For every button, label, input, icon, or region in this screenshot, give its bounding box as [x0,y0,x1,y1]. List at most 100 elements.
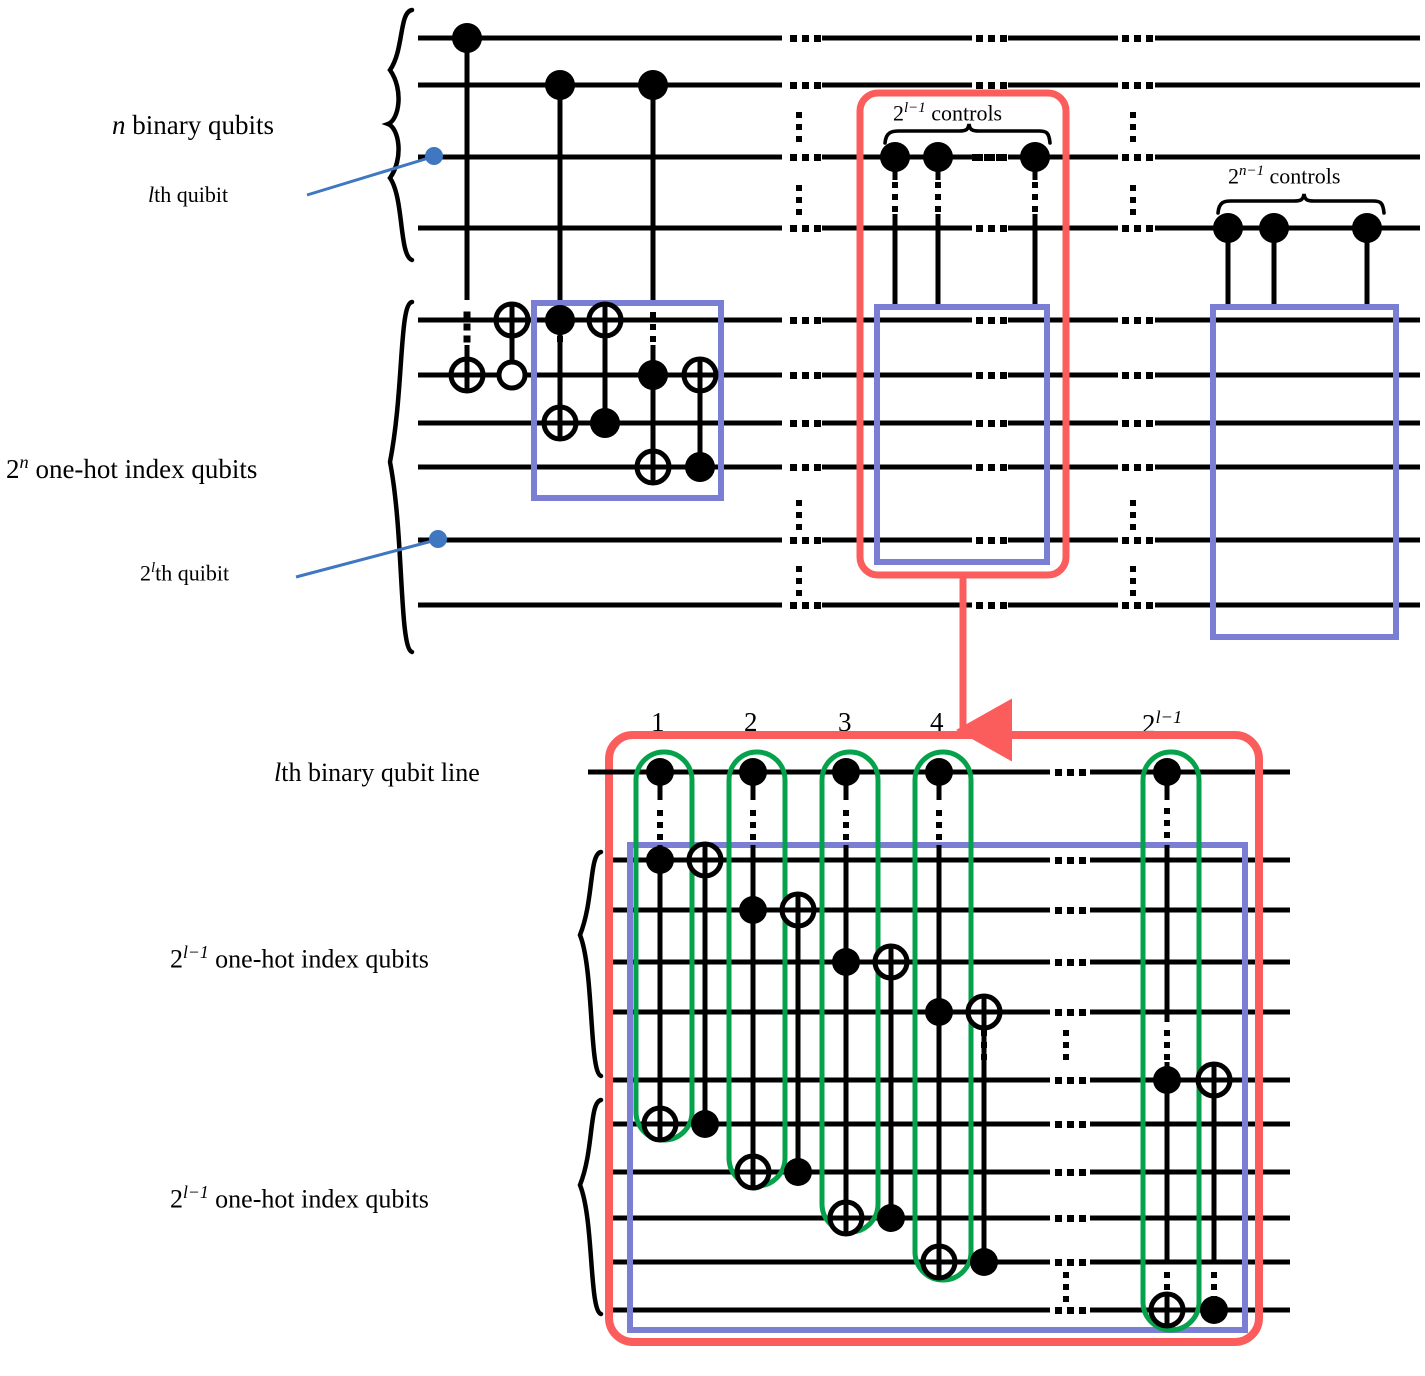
label-upper-onehot-group: 2l−1 one-hot index qubits [170,942,429,975]
label-2n1-controls-base: 2 [1228,163,1239,189]
label-upper-onehot-text: one-hot index qubits [208,944,429,974]
top-vertical-ellipsis-dots [796,112,1136,596]
label-lth-qubit-symbol: l [148,182,155,207]
label-2l-exponent: l [151,560,156,576]
top-gate-column-2 [493,301,531,391]
control-dot [832,948,860,976]
green-box-column-3 [819,749,881,1235]
column-4-vertical-dots [981,1030,987,1060]
label-lower-onehot-base: 2 [170,1184,183,1214]
control-dot [691,1110,719,1138]
label-2l-base: 2 [140,560,151,586]
label-lower-onehot-exponent: l−1 [183,1182,209,1202]
control-dot [877,1204,905,1232]
top-onehot-wires [418,317,1420,608]
target-x-gate [493,301,531,339]
control-dot [685,452,715,482]
label-upper-onehot-base: 2 [170,944,183,974]
column-number-4-text: 4 [930,707,944,737]
target-x-gate [1148,1291,1186,1329]
control-dot [646,846,674,874]
target-x-gate [827,1199,865,1237]
blue-box-middle-block [874,304,1050,565]
control-dot [739,896,767,924]
label-2n-exponent: n [19,452,29,472]
top-gate-column-6 [681,356,719,482]
brace-bottom-upper-onehot [577,849,604,1079]
target-x-gate [586,301,624,339]
control-dot [638,360,668,390]
label-lth-binary-line-symbol: l [274,758,282,787]
pointer-dot [425,147,443,165]
top-gate-column-3 [541,70,579,442]
target-x-gate [779,891,817,929]
label-2n-onehot-index-qubits: 2n one-hot index qubits [6,452,257,485]
bottom-gate-pair-1 [633,749,724,1143]
top-control-cluster-l [880,123,1052,308]
top-panel [295,7,1420,655]
bottom-gate-pair-last [1140,749,1233,1333]
label-lower-onehot-text: one-hot index qubits [208,1184,429,1214]
bottom-horizontal-ellipsis-dots [1055,769,1086,1314]
blue-box-right-block [1210,304,1399,640]
control-dot [832,758,860,786]
target-x-gate [681,356,719,394]
column-number-2-text: 2 [744,707,758,737]
control-dot [545,70,575,100]
brace-bottom-lower-onehot [577,1097,604,1317]
brace-controls-n [1216,193,1386,215]
label-lth-qubit: lth quibit [148,182,228,208]
control-dot [1153,758,1181,786]
pointer-2l-th-qubit [295,530,447,579]
top-control-cluster-n [1213,193,1386,308]
top-gate-column-1 [448,23,486,394]
control-dot [1153,1066,1181,1094]
label-2n-base: 2 [6,454,20,484]
target-x-gate [448,356,486,394]
label-2n1-controls: 2n−1 controls [1228,163,1340,189]
bottom-wires [605,769,1290,1313]
top-horizontal-ellipsis-dots [790,35,1153,609]
label-lth-qubit-text: th quibit [154,182,229,207]
brace-2n-onehot-qubits [387,299,415,655]
control-dot [970,1248,998,1276]
control-dot [590,408,620,438]
control-dot [452,23,482,53]
control-dot [784,1158,812,1186]
label-upper-onehot-exponent: l−1 [183,942,209,962]
label-2n-text: one-hot index qubits [28,454,258,484]
column-number-1-text: 1 [651,707,665,737]
target-x-gate [641,1105,679,1143]
pointer-dot [429,530,447,548]
green-box-column-2 [726,749,788,1189]
target-x-gate [872,943,910,981]
bottom-gate-pair-2 [726,749,817,1191]
control-dot [925,998,953,1026]
label-n-binary-qubits-symbol: n [112,110,126,140]
target-x-gate [634,448,672,486]
blue-box-first-block [531,300,724,501]
label-2l-th-qubit: 2lth quibit [140,560,229,586]
label-lower-onehot-group: 2l−1 one-hot index qubits [170,1182,429,1215]
label-2n1-controls-exponent: n−1 [1239,163,1265,179]
column-number-3-text: 3 [838,707,852,737]
open-control-circle [496,359,528,391]
label-2l1-controls: 2l−1 controls [893,100,1002,126]
control-dot [925,758,953,786]
column-number-2: 2 [744,707,758,738]
target-x-gate [965,993,1003,1031]
bottom-gate-pair-4 [912,749,1003,1283]
label-lth-binary-qubit-line: lth binary qubit line [274,758,480,788]
red-box-highlight [856,89,1070,579]
green-box-column-last [1140,749,1202,1333]
brace-controls-l [883,123,1052,145]
control-dot [739,758,767,786]
target-x-gate [1195,1061,1233,1099]
red-box-outer [605,731,1263,1346]
brace-n-binary-qubits [381,7,415,263]
bottom-gate-pair-3 [819,749,910,1237]
pointer-lth-qubit [306,147,443,197]
label-n-binary-qubits: n binary qubits [112,110,274,141]
